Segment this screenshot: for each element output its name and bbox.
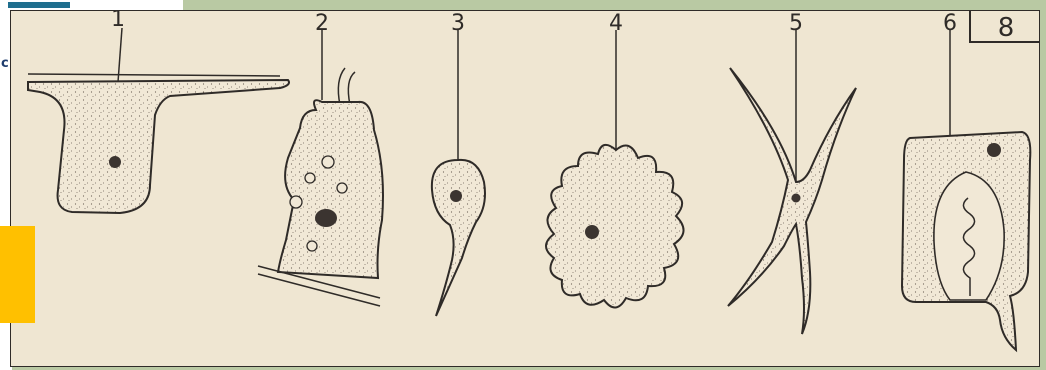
- cell-1-label: 1: [111, 10, 125, 32]
- plate-paper: [10, 10, 1040, 367]
- cell-6-nucleus: [987, 143, 1001, 157]
- cell-5-nucleus: [792, 194, 801, 203]
- accent-block: [0, 226, 35, 323]
- cell-3-label: 3: [451, 11, 465, 36]
- cell-5-label: 5: [789, 11, 803, 36]
- cell-6-label: 6: [943, 11, 957, 36]
- cell-types-plate: 8 1 2 3 4: [10, 10, 1040, 367]
- cell-2-label: 2: [315, 11, 329, 36]
- cell-1-nucleus: [109, 156, 121, 168]
- side-glyph: c: [1, 56, 9, 71]
- cell-2-nucleus: [315, 209, 337, 227]
- cell-3-nucleus: [450, 190, 462, 202]
- logo-bar: [8, 2, 70, 8]
- page-number: 8: [998, 13, 1015, 43]
- page-number-box: 8: [970, 10, 1040, 43]
- cell-4-label: 4: [609, 11, 623, 36]
- cell-4-nucleus: [585, 225, 599, 239]
- cell-6-collar: [934, 172, 1004, 300]
